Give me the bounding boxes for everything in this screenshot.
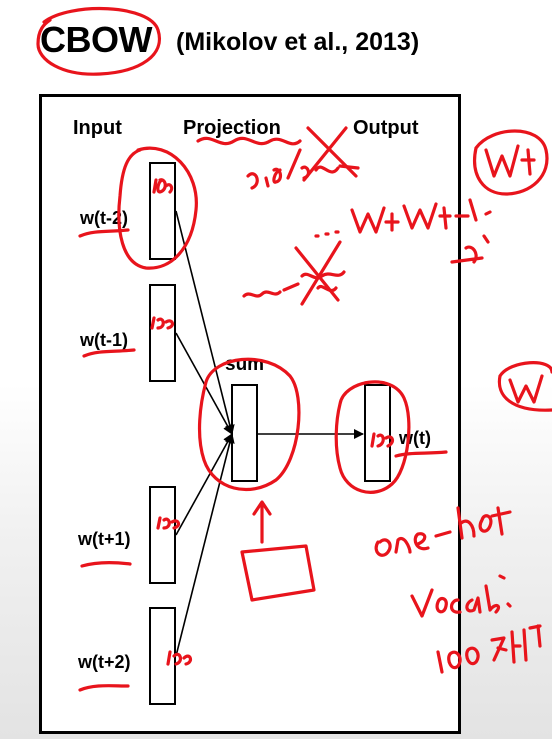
label-underline-stroke [82,348,136,358]
arrow-t-plus-2 [175,433,235,657]
input-vector-t-plus-2 [149,607,176,705]
input-circle-stroke [117,146,198,270]
context-note-stroke [402,198,478,230]
output-vector [364,384,391,482]
nonlinear-word-stroke [242,270,346,298]
strike-stroke [294,240,342,306]
projection-column-label: Projection [183,117,281,139]
sum-circle-stroke [197,357,301,492]
hundred-note-stroke [370,432,395,448]
hundred-note-stroke [156,516,181,530]
output-circle-stroke [334,380,411,494]
context-note-stroke [350,206,400,234]
wt-edge-circle-stroke [497,361,552,412]
onehot-word-stroke [374,532,430,557]
label-underline-stroke [78,684,130,692]
projection-underline-stroke [196,136,302,146]
input-word-label: w(t-2) [80,208,128,228]
input-vector-t-minus-1 [149,284,176,382]
input-column-label: Input [73,117,122,139]
context-note-stroke [484,210,492,216]
arrow-t-plus-1 [175,433,233,536]
input-word-label: w(t+2) [78,652,131,672]
label-underline-stroke [80,561,132,568]
hundred-count-stroke [436,646,480,674]
input-word-label: w(t-1) [80,330,128,350]
context-note-stroke [450,234,490,264]
hundred-note-stroke [152,178,174,194]
wt-word-stroke [484,144,536,178]
hundred-count-stroke [490,624,542,664]
context-note-stroke [314,230,340,238]
size-arrow-stroke [252,500,272,544]
hundred-note-stroke [150,316,175,330]
wt-word-stroke [508,374,544,404]
size-box-stroke [240,544,316,602]
sigmoid-word-stroke [246,148,311,190]
output-column-label: Output [353,117,419,139]
wt-circle-stroke [473,129,549,196]
vocab-word-stroke [465,584,512,614]
onehot-word-stroke [456,506,512,540]
label-underline-stroke [78,228,130,238]
slide-citation: (Mikolov et al., 2013) [176,28,420,56]
input-vector-t-plus-1 [149,486,176,584]
label-underline-stroke [394,450,448,458]
vocab-word-stroke [410,588,462,618]
onehot-word-stroke [434,530,452,538]
slide-title: CBOW [40,19,152,60]
hundred-note-stroke [166,650,193,666]
vocab-word-stroke [498,574,506,580]
nonlinear-word-stroke [316,284,338,293]
strike-stroke [302,126,358,182]
input-word-label: w(t+1) [78,529,131,549]
cbow-circle-stroke [36,7,161,76]
